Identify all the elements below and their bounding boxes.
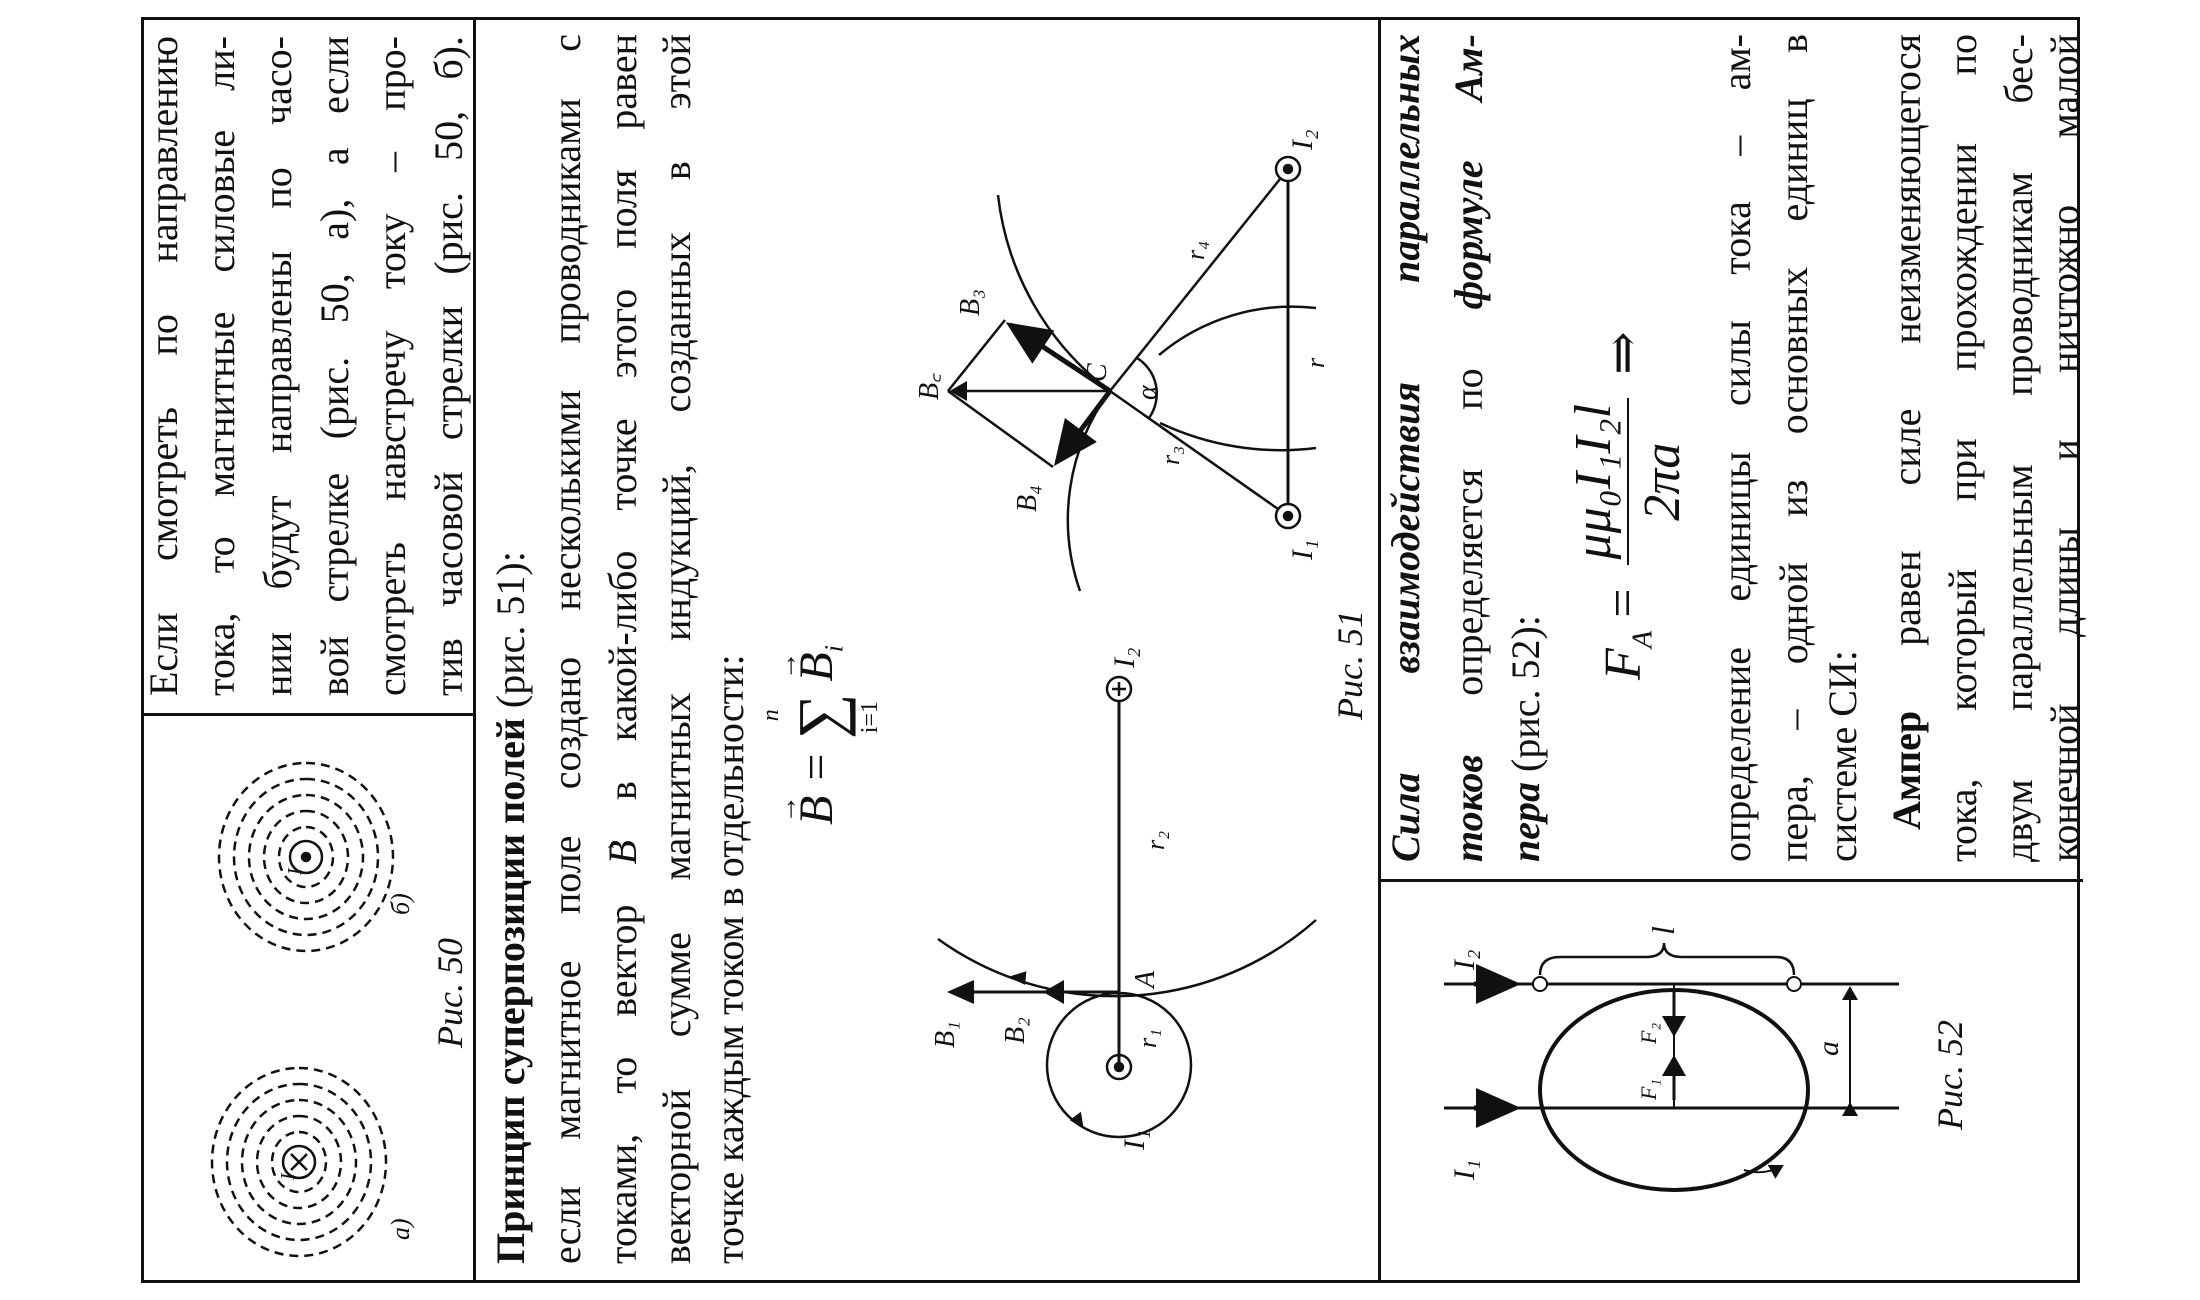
length-brace xyxy=(1538,942,1796,976)
label-i1: I₁ xyxy=(1286,540,1319,561)
label-i2: I₂ xyxy=(1108,648,1141,669)
figure-50 xyxy=(210,761,395,1258)
line-r3 xyxy=(1109,389,1289,518)
conductor-i1-icon xyxy=(1105,1053,1133,1081)
arc-arrow-icon xyxy=(1008,971,1027,985)
label-i2: I₂ xyxy=(1286,130,1319,151)
figures-layer: I I а) б) Рис. 50 I₁ I₂ A r₁ r₂ B₁ B₂ xyxy=(210,130,1970,1258)
figure-51-left xyxy=(937,675,1317,1139)
vector-b4 xyxy=(1054,389,1113,467)
fig51-caption: Рис. 51 xyxy=(1330,610,1370,721)
fig50-current-a: I xyxy=(277,1172,299,1181)
label-i2: I₂ xyxy=(1448,950,1481,971)
circle-arrow-icon xyxy=(1069,1111,1084,1129)
figure-52 xyxy=(1444,942,1899,1192)
field-arc-i2 xyxy=(996,194,1111,392)
current-into-icon xyxy=(281,1144,317,1180)
fig50-caption: Рис. 50 xyxy=(430,938,470,1049)
label-r2: r₂ xyxy=(1141,831,1170,850)
conductor-i2-icon xyxy=(1105,675,1133,703)
label-a: a xyxy=(1812,1041,1845,1056)
textbook-page: Если смотреть по направлению тока, то ма… xyxy=(141,17,2087,1283)
vector-b3 xyxy=(1005,322,1112,394)
field-arc-i2 xyxy=(937,919,1317,998)
fig50-current-b: I xyxy=(284,867,306,876)
label-alpha: α xyxy=(1132,384,1163,400)
label-i1: I₁ xyxy=(1118,1130,1151,1151)
segment-start-icon xyxy=(1532,976,1548,992)
compass-arc-2 xyxy=(1159,421,1317,452)
label-bc: B꜀ xyxy=(914,373,945,400)
label-r4: r₄ xyxy=(1181,241,1210,260)
label-b1: B₁ xyxy=(930,1021,961,1048)
label-r: r xyxy=(1301,357,1330,368)
fig52-caption: Рис. 52 xyxy=(1930,1020,1970,1131)
fig50-label-a: а) xyxy=(386,1218,415,1240)
label-b3: B₃ xyxy=(955,289,986,316)
current-out-icon xyxy=(288,839,324,875)
label-i1: I₁ xyxy=(1448,1160,1481,1181)
parallelogram-side xyxy=(947,319,1006,392)
field-direction-arrow xyxy=(1743,1164,1784,1179)
line-r4 xyxy=(1109,168,1289,392)
segment-end-icon xyxy=(1786,976,1802,992)
cross-mark-icon xyxy=(290,1153,308,1171)
fig50-conductors xyxy=(281,839,324,1180)
dot-mark-icon xyxy=(300,851,312,863)
label-f2: F₂ xyxy=(1636,1023,1661,1045)
label-b2: B₂ xyxy=(1000,1017,1031,1044)
label-a: A xyxy=(1130,970,1161,990)
label-r1: r₁ xyxy=(1133,1029,1162,1048)
angle-alpha-arc xyxy=(1136,356,1159,419)
label-c: C xyxy=(1082,363,1113,382)
label-r3: r₃ xyxy=(1156,446,1185,465)
field-lines-into-page xyxy=(210,1066,388,1258)
figure-51-right xyxy=(947,155,1317,592)
parallelogram-side xyxy=(947,389,1054,469)
label-l: l xyxy=(1645,926,1681,935)
field-lines-out-of-page xyxy=(217,761,395,953)
compass-arc-1 xyxy=(1158,305,1317,356)
label-f1: F₁ xyxy=(1636,1079,1661,1101)
fig50-label-b: б) xyxy=(386,893,415,915)
label-b4: B₄ xyxy=(1012,485,1043,512)
